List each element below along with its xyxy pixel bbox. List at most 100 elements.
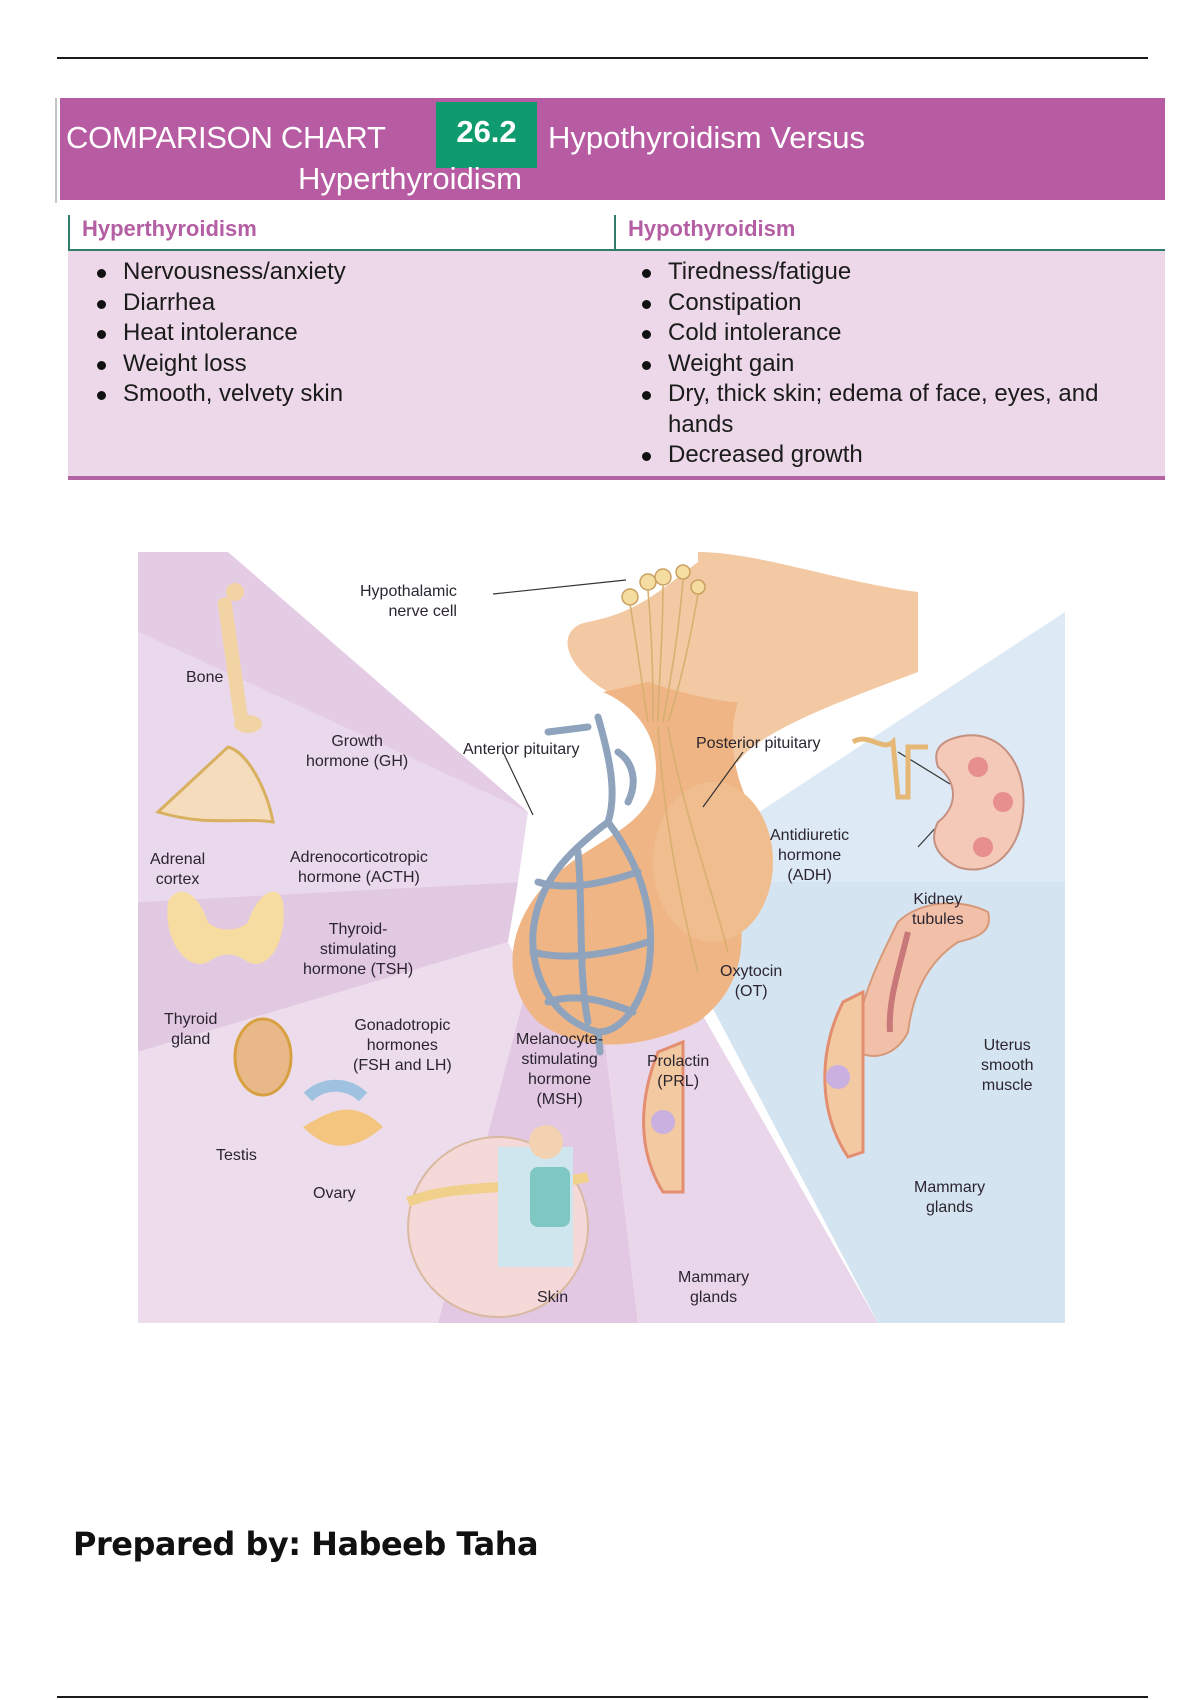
symptom-item: Smooth, velvety skin (95, 379, 575, 410)
thyroid-gland-drawing (167, 891, 284, 964)
label-line: cortex (155, 871, 200, 888)
label-msh: Melanocyte- stimulating hormone (MSH) (516, 1030, 603, 1110)
symptom-item: Cold intolerance (640, 318, 1140, 349)
label-gonadotropic-hormones: Gonadotropic hormones (FSH and LH) (353, 1016, 452, 1076)
label-prolactin: Prolactin (PRL) (647, 1052, 709, 1092)
label-line: smooth (981, 1057, 1034, 1074)
label-line: (MSH) (536, 1091, 583, 1108)
label-line: hormone (GH) (306, 753, 409, 770)
column-heading-hyperthyroidism: Hyperthyroidism (68, 215, 257, 249)
label-line: hormone (778, 847, 842, 864)
label-line: Adrenal (150, 851, 206, 868)
label-line: (ADH) (787, 867, 832, 884)
posterior-lobe (653, 782, 773, 942)
chart-number-badge: 26.2 (436, 102, 537, 168)
symptom-item: Weight gain (640, 349, 1140, 380)
label-thyroid-gland: Thyroid gland (164, 1010, 217, 1050)
label-line: Antidiuretic (770, 827, 850, 844)
label-adh: Antidiuretic hormone (ADH) (770, 826, 849, 886)
label-line: hormone (528, 1071, 592, 1088)
comparison-chart-header: COMPARISON CHART 26.2 Hypothyroidism Ver… (55, 98, 1165, 203)
hypothyroidism-symptom-list: Tiredness/fatigue Constipation Cold into… (640, 257, 1140, 471)
label-tsh: Thyroid- stimulating hormone (TSH) (303, 920, 413, 980)
ovary-drawing (303, 1079, 383, 1146)
label-adrenal-cortex: Adrenal cortex (150, 850, 205, 890)
adrenal-cortex-drawing (155, 745, 275, 824)
pituitary-hormones-illustration: Hypothalamic nerve cell Bone Growth horm… (138, 552, 1065, 1323)
label-line: Mammary (914, 1179, 986, 1196)
label-uterus-smooth-muscle: Uterus smooth muscle (981, 1036, 1033, 1096)
label-line: glands (925, 1199, 974, 1216)
chart-label: COMPARISON CHART (66, 120, 386, 155)
label-ovary: Ovary (313, 1184, 356, 1204)
symptom-item: Dry, thick skin; edema of face, eyes, an… (640, 379, 1140, 440)
label-line: gland (171, 1031, 211, 1048)
column-heading-hypothyroidism: Hypothyroidism (614, 215, 795, 249)
symptom-item: Heat intolerance (95, 318, 575, 349)
comparison-body: Nervousness/anxiety Diarrhea Heat intole… (68, 251, 1165, 480)
label-line: stimulating (319, 941, 397, 958)
label-line: (PRL) (657, 1073, 700, 1090)
label-line: Thyroid (164, 1011, 218, 1028)
label-line: hormone (ACTH) (298, 869, 420, 886)
label-line: Melanocyte- (516, 1031, 604, 1048)
nerve-axons (629, 579, 729, 973)
chart-title-line1: Hypothyroidism Versus (548, 120, 866, 155)
label-line: Adrenocorticotropic (290, 849, 428, 866)
label-line: Bone (186, 669, 224, 686)
label-line: Growth (331, 733, 383, 750)
label-kidney-tubules: Kidney tubules (912, 890, 964, 930)
skin-drawing (406, 1125, 590, 1318)
symptom-item: Nervousness/anxiety (95, 257, 575, 288)
label-line: Kidney (913, 891, 963, 908)
label-mammary-glands-bottom: Mammary glands (678, 1268, 749, 1308)
symptom-item: Weight loss (95, 349, 575, 380)
label-line: Skin (537, 1289, 569, 1306)
label-line: Oxytocin (720, 963, 783, 980)
symptom-item: Diarrhea (95, 288, 575, 319)
label-testis: Testis (216, 1146, 257, 1166)
chart-title-line2: Hyperthyroidism (298, 161, 522, 196)
label-line: Uterus (983, 1037, 1031, 1054)
label-line: hormone (TSH) (303, 961, 414, 978)
hyperthyroidism-symptom-list: Nervousness/anxiety Diarrhea Heat intole… (95, 257, 575, 410)
top-rule (57, 57, 1148, 59)
label-line: glands (689, 1289, 738, 1306)
label-line: hormones (366, 1037, 438, 1054)
mammary-gland-right-drawing (823, 989, 865, 1159)
label-line: (FSH and LH) (353, 1057, 452, 1074)
illustration-artwork (138, 552, 1065, 1323)
bottom-rule (57, 1696, 1148, 1698)
fan-sector-gh (138, 552, 528, 812)
fan-sector-ot (678, 882, 1065, 1323)
testis-drawing (233, 1017, 293, 1097)
label-line: Anterior pituitary (463, 741, 580, 758)
symptom-item: Decreased growth (640, 440, 1140, 471)
mammary-gland-bottom-drawing (642, 1039, 685, 1194)
label-line: muscle (981, 1077, 1033, 1094)
label-acth: Adrenocorticotropic hormone (ACTH) (290, 848, 428, 888)
header-left-accent (55, 98, 57, 203)
label-oxytocin: Oxytocin (OT) (720, 962, 782, 1002)
label-line: Testis (216, 1147, 257, 1164)
label-line: Gonadotropic (354, 1017, 451, 1034)
label-line: stimulating (521, 1051, 598, 1068)
label-hypothalamic-nerve-cell: Hypothalamic nerve cell (360, 582, 457, 622)
symptom-item: Constipation (640, 288, 1140, 319)
label-line: Prolactin (647, 1053, 710, 1070)
label-line: (OT) (734, 983, 768, 1000)
hypothalamus-shape (488, 552, 918, 782)
kidney-drawing (851, 734, 1025, 871)
label-line: Ovary (313, 1185, 356, 1202)
label-anterior-pituitary: Anterior pituitary (463, 740, 580, 760)
prepared-by: Prepared by: Habeeb Taha (73, 1525, 539, 1563)
label-line: Thyroid- (328, 921, 388, 938)
label-skin: Skin (537, 1288, 568, 1308)
label-line: Hypothalamic (360, 583, 457, 600)
symptom-item: Tiredness/fatigue (640, 257, 1140, 288)
label-line: nerve cell (388, 603, 457, 620)
label-growth-hormone: Growth hormone (GH) (306, 732, 408, 772)
comparison-column-headings: Hyperthyroidism Hypothyroidism (68, 211, 1165, 251)
portal-vessels (529, 713, 655, 1056)
bone-drawing (217, 583, 262, 733)
